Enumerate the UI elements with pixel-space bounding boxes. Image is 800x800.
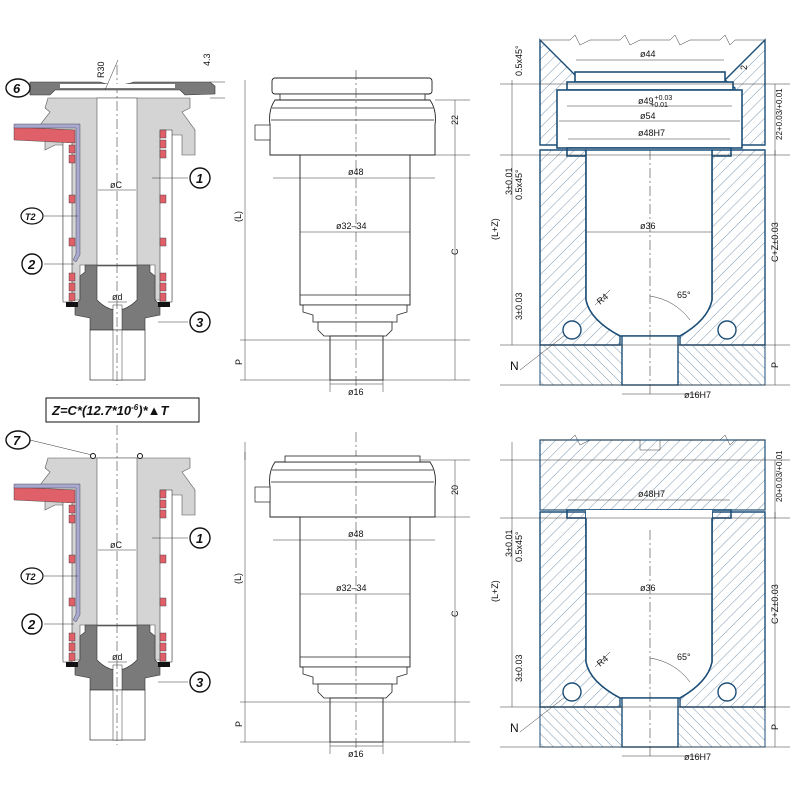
dim-3-003: 3±0.03 xyxy=(514,293,524,320)
expansion-formula: Z=C*(12.7*10-6)*▲T xyxy=(45,397,200,423)
svg-text:2: 2 xyxy=(27,257,36,272)
dim-c: C xyxy=(450,610,460,617)
dim-d48h7: ø48H7 xyxy=(638,128,665,138)
svg-text:T2: T2 xyxy=(25,212,36,222)
dim-d44: ø44 xyxy=(640,49,656,59)
callout-3: 3 xyxy=(189,671,211,693)
dim-p: P xyxy=(770,724,780,730)
dim-65deg: 65° xyxy=(677,290,691,300)
dim-l-plus-z: (L+Z) xyxy=(490,580,500,602)
dim-d16h7: ø16H7 xyxy=(684,752,711,762)
locating-ring-6 xyxy=(29,81,216,96)
nozzle-section-top: R30 4.3 øC ød 6 1 T2 2 3 xyxy=(5,53,225,386)
svg-text:1: 1 xyxy=(196,171,203,186)
dim-d32-34: ø32–34 xyxy=(336,583,367,593)
callout-t2: T2 xyxy=(20,207,44,225)
svg-text:3: 3 xyxy=(196,675,204,690)
callout-7: 7 xyxy=(5,430,31,450)
dim-p: P xyxy=(234,721,244,727)
svg-text:3: 3 xyxy=(196,315,204,330)
dim-d16: ø16 xyxy=(348,387,364,397)
svg-text:6: 6 xyxy=(13,81,21,96)
callout-1: 1 xyxy=(189,527,211,549)
dim-4-3: 4.3 xyxy=(202,53,212,66)
dim-3-001: 3±0.01 xyxy=(504,530,514,557)
dim-oc: øC xyxy=(110,540,122,550)
svg-text:Z=C*(12.7*10-6)*▲T: Z=C*(12.7*10-6)*▲T xyxy=(51,403,170,418)
dim-20: 20 xyxy=(450,485,460,495)
callout-2: 2 xyxy=(21,613,43,635)
mold-cavity-bottom: ø48H7 20+0.03/+0.01 3±0.01 0.5x45° (L+Z)… xyxy=(490,434,791,762)
dim-22-tol: 22+0.03/+0.01 xyxy=(775,88,784,140)
dim-d36: ø36 xyxy=(640,583,656,593)
dim-d48h7: ø48H7 xyxy=(638,489,665,499)
dim-c: C xyxy=(450,248,460,255)
dim-2: 2 xyxy=(739,65,749,70)
dim-22: 22 xyxy=(450,115,460,125)
nozzle-section-bottom: øC ød 7 1 T2 2 3 xyxy=(5,424,211,746)
dim-p: P xyxy=(770,362,780,368)
callout-6: 6 xyxy=(5,78,31,98)
dim-l: (L) xyxy=(233,211,243,222)
svg-text:2: 2 xyxy=(27,617,36,632)
dim-20-tol: 20+0.03/+0.01 xyxy=(775,450,784,502)
callout-1: 1 xyxy=(189,167,211,189)
dim-od: ød xyxy=(112,292,123,302)
dim-d54: ø54 xyxy=(640,111,656,121)
nozzle-outline-top: 22 C P (L) ø48 ø32–34 ø16 xyxy=(233,69,471,397)
dim-n: N xyxy=(510,721,519,735)
dim-d48: ø48 xyxy=(348,167,364,177)
dim-c-plus-z: C+Z±0.03 xyxy=(770,222,780,262)
dim-c-plus-z: C+Z±0.03 xyxy=(770,584,780,624)
callout-3: 3 xyxy=(189,311,211,333)
dim-d48: ø48 xyxy=(348,529,364,539)
dim-l-plus-z: (L+Z) xyxy=(490,218,500,240)
dim-d16h7: ø16H7 xyxy=(684,390,711,400)
svg-text:1: 1 xyxy=(196,531,203,546)
dim-3-001: 3±0.01 xyxy=(504,168,514,195)
dim-3-003: 3±0.03 xyxy=(514,655,524,682)
dim-d36: ø36 xyxy=(640,221,656,231)
dim-65deg: 65° xyxy=(677,652,691,662)
dim-l: (L) xyxy=(233,573,243,584)
mold-cavity-top: 0.5x45° ø44 2 ø49+0.03+0.01 ø54 ø48H7 22… xyxy=(490,34,791,400)
dim-chamfer: 0.5x45° xyxy=(514,169,524,200)
callout-t2: T2 xyxy=(20,567,44,585)
dim-chamfer-top: 0.5x45° xyxy=(514,45,524,76)
dim-d16: ø16 xyxy=(348,749,364,759)
dim-od: ød xyxy=(112,652,123,662)
dim-p: P xyxy=(234,359,244,365)
dim-r30: R30 xyxy=(96,61,106,78)
dim-d32-34: ø32–34 xyxy=(336,221,367,231)
dim-chamfer: 0.5x45° xyxy=(514,531,524,562)
svg-text:7: 7 xyxy=(13,433,21,448)
callout-2: 2 xyxy=(21,253,43,275)
dim-oc: øC xyxy=(110,180,122,190)
svg-text:T2: T2 xyxy=(25,572,36,582)
nozzle-outline-bottom: 20 C P (L) ø48 ø32–34 ø16 xyxy=(233,431,471,759)
dim-n: N xyxy=(510,359,519,373)
dim-d49: ø49+0.03+0.01 xyxy=(638,95,672,109)
